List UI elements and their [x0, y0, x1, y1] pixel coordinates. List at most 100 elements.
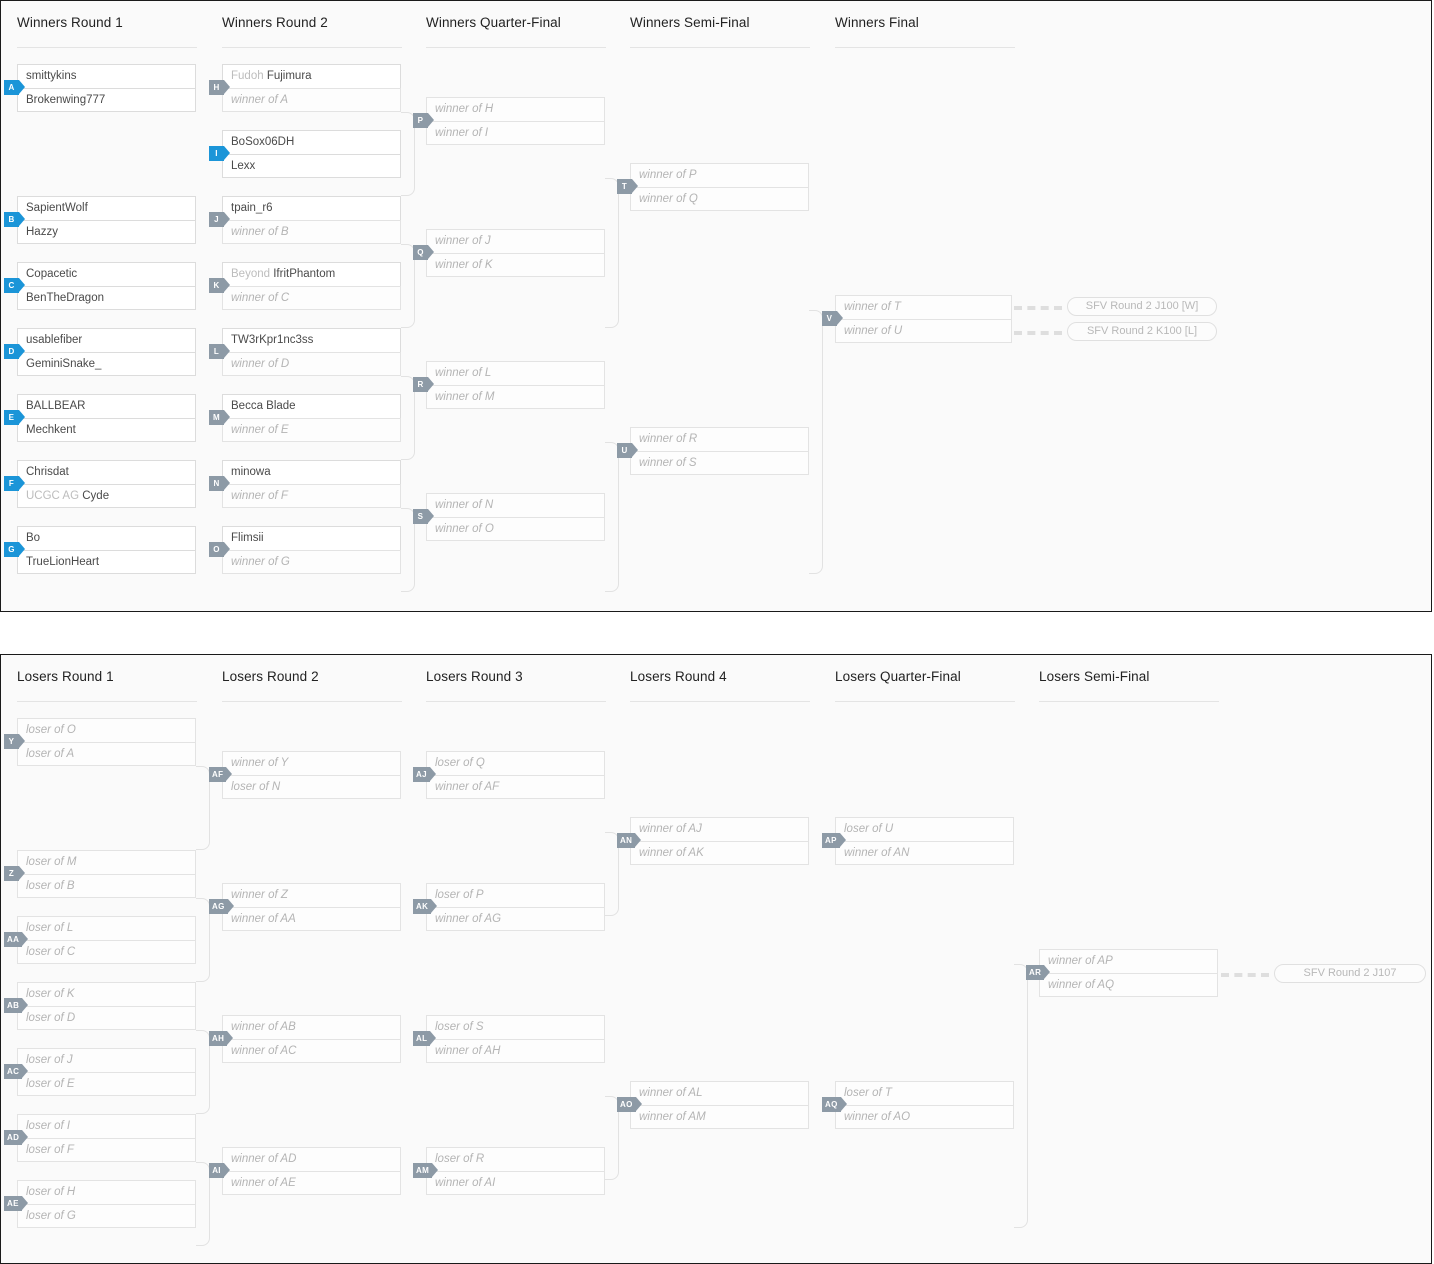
match-slot-bottom-K[interactable]: winner of C	[222, 286, 401, 310]
match-slot-bottom-AH[interactable]: winner of AC	[222, 1039, 401, 1063]
match-slot-bottom-AA[interactable]: loser of C	[17, 940, 196, 964]
match-slot-bottom-R[interactable]: winner of M	[426, 385, 605, 409]
match-slot-top-N[interactable]: minowa	[222, 460, 401, 484]
match-slot-top-AD[interactable]: loser of I	[17, 1114, 196, 1138]
match-slot-bottom-AI[interactable]: winner of AE	[222, 1171, 401, 1195]
match-slot-top-V[interactable]: winner of T	[835, 295, 1012, 319]
match-slot-bottom-AE[interactable]: loser of G	[17, 1204, 196, 1228]
match-slot-top-AR[interactable]: winner of AP	[1039, 949, 1218, 973]
match-slot-bottom-AJ[interactable]: winner of AF	[426, 775, 605, 799]
match-slot-bottom-O[interactable]: winner of G	[222, 550, 401, 574]
match-slot-top-AP[interactable]: loser of U	[835, 817, 1014, 841]
match-slot-bottom-AK[interactable]: winner of AG	[426, 907, 605, 931]
match-slot-bottom-AL[interactable]: winner of AH	[426, 1039, 605, 1063]
match-slot-bottom-S[interactable]: winner of O	[426, 517, 605, 541]
match-slot-top-Y[interactable]: loser of O	[17, 718, 196, 742]
match-slot-top-AA[interactable]: loser of L	[17, 916, 196, 940]
match-slot-top-AI[interactable]: winner of AD	[222, 1147, 401, 1171]
match-slot-top-R[interactable]: winner of L	[426, 361, 605, 385]
match-slot-top-Z[interactable]: loser of M	[17, 850, 196, 874]
match-slot-bottom-D[interactable]: GeminiSnake_	[17, 352, 196, 376]
match-slot-top-C[interactable]: Copacetic	[17, 262, 196, 286]
match-slot-bottom-I[interactable]: Lexx	[222, 154, 401, 178]
match-slot-bottom-G[interactable]: TrueLionHeart	[17, 550, 196, 574]
match-slot-top-AH[interactable]: winner of AB	[222, 1015, 401, 1039]
match-slot-top-AO[interactable]: winner of AL	[630, 1081, 809, 1105]
match-slot-bottom-AD[interactable]: loser of F	[17, 1138, 196, 1162]
match-slot-top-H[interactable]: Fudoh Fujimura	[222, 64, 401, 88]
match-slot-bottom-M[interactable]: winner of E	[222, 418, 401, 442]
match-slot-bottom-AR[interactable]: winner of AQ	[1039, 973, 1218, 997]
match-slot-top-Q[interactable]: winner of J	[426, 229, 605, 253]
match-slot-top-E[interactable]: BALLBEAR	[17, 394, 196, 418]
match-slot-top-G[interactable]: Bo	[17, 526, 196, 550]
match-slot-bottom-H[interactable]: winner of A	[222, 88, 401, 112]
match-slot-bottom-Z[interactable]: loser of B	[17, 874, 196, 898]
match-slot-bottom-AO[interactable]: winner of AM	[630, 1105, 809, 1129]
match-slot-top-AC[interactable]: loser of J	[17, 1048, 196, 1072]
match-slot-top-O[interactable]: Flimsii	[222, 526, 401, 550]
match-slot-top-A[interactable]: smittykins	[17, 64, 196, 88]
match-slot-top-I[interactable]: BoSox06DH	[222, 130, 401, 154]
match-slot-bottom-T[interactable]: winner of Q	[630, 187, 809, 211]
match-slot-top-P[interactable]: winner of H	[426, 97, 605, 121]
match-slot-bottom-C[interactable]: BenTheDragon	[17, 286, 196, 310]
match-slot-top-AK[interactable]: loser of P	[426, 883, 605, 907]
match-slot-bottom-AN[interactable]: winner of AK	[630, 841, 809, 865]
match-slot-top-AE[interactable]: loser of H	[17, 1180, 196, 1204]
match-slot-top-M[interactable]: Becca Blade	[222, 394, 401, 418]
match-slot-bottom-AB[interactable]: loser of D	[17, 1006, 196, 1030]
placement-winners-w[interactable]: SFV Round 2 J100 [W]	[1067, 297, 1217, 316]
match-slot-bottom-F[interactable]: UCGC AG Cyde	[17, 484, 196, 508]
match-slot-bottom-A[interactable]: Brokenwing777	[17, 88, 196, 112]
match-slot-top-AJ[interactable]: loser of Q	[426, 751, 605, 775]
match-slot-top-B[interactable]: SapientWolf	[17, 196, 196, 220]
match-slot-bottom-J[interactable]: winner of B	[222, 220, 401, 244]
match-slot-bottom-AG[interactable]: winner of AA	[222, 907, 401, 931]
match-slot-bottom-V[interactable]: winner of U	[835, 319, 1012, 343]
match-slot-bottom-AC[interactable]: loser of E	[17, 1072, 196, 1096]
match-slot-bottom-P[interactable]: winner of I	[426, 121, 605, 145]
match-slot-top-F[interactable]: Chrisdat	[17, 460, 196, 484]
match-slot-top-AQ[interactable]: loser of T	[835, 1081, 1014, 1105]
match-slot-bottom-AM[interactable]: winner of AI	[426, 1171, 605, 1195]
placement-losers-w[interactable]: SFV Round 2 J107	[1274, 964, 1426, 983]
match-slot-top-AN[interactable]: winner of AJ	[630, 817, 809, 841]
match-slot-top-T[interactable]: winner of P	[630, 163, 809, 187]
match-slot-bottom-E[interactable]: Mechkent	[17, 418, 196, 442]
match-slot-bottom-N[interactable]: winner of F	[222, 484, 401, 508]
match-slot-top-AM[interactable]: loser of R	[426, 1147, 605, 1171]
